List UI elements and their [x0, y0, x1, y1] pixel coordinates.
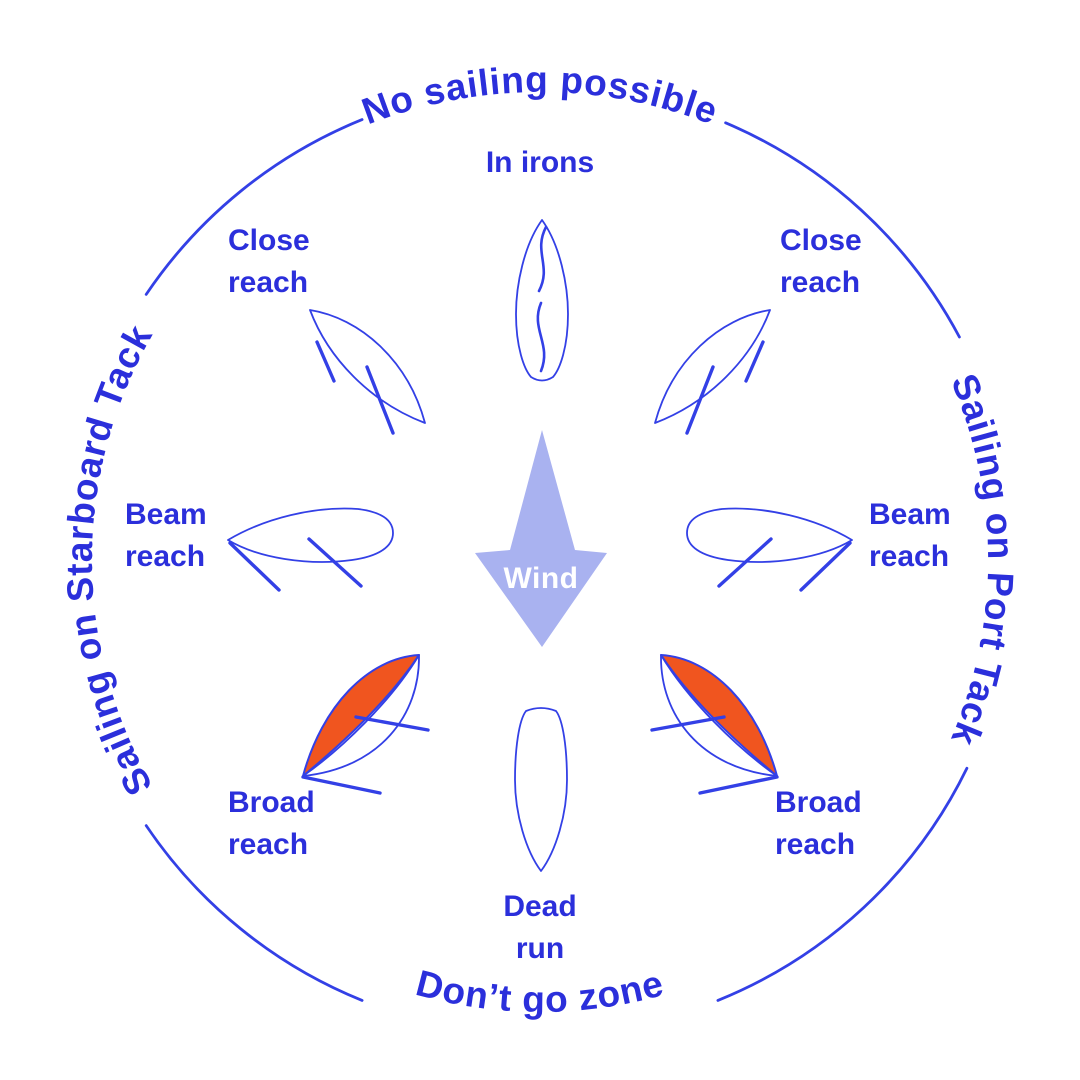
zone-title-top-text: No sailing possible: [357, 59, 723, 132]
compass-circle: [144, 118, 969, 1002]
boat-broad-reach-starboard: [301, 653, 430, 795]
label-close-reach-right: Close reach: [780, 224, 862, 299]
label-dead-run: Dead run: [503, 890, 577, 965]
wind-label: Wind: [503, 562, 578, 595]
label-broad-reach-left: Broad reach: [228, 786, 315, 861]
zone-title-bottom-text: Don’t go zone: [412, 962, 667, 1020]
boat-broad-reach-port: [650, 654, 779, 795]
boat-dead-run: [514, 707, 568, 872]
label-close-reach-left: Close reach: [228, 224, 310, 299]
label-beam-reach-right: Beam reach: [869, 498, 951, 573]
label-beam-reach-left: Beam reach: [125, 498, 207, 573]
zone-title-bottom: Don’t go zone: [412, 962, 668, 1020]
circle-arc-ne: [724, 121, 961, 339]
label-broad-reach-right: Broad reach: [775, 786, 862, 861]
label-in-irons: In irons: [485, 146, 595, 179]
wind-arrow-icon: Wind: [475, 430, 607, 647]
circle-arc-nw: [144, 118, 364, 296]
boat-beam-reach-starboard: [226, 506, 395, 592]
boat-in-irons: [515, 219, 569, 382]
circle-arc-se: [716, 766, 969, 1002]
circle-arc-sw: [144, 824, 364, 1002]
boat-close-reach-port: [654, 309, 771, 435]
wind-arrow-shape: [475, 430, 607, 647]
zone-title-right: Sailing on Port Tack: [943, 368, 1021, 752]
zone-title-top: No sailing possible: [357, 59, 724, 132]
boat-close-reach-starboard: [308, 308, 427, 435]
boat-beam-reach-port: [686, 507, 853, 592]
zone-title-right-text: Sailing on Port Tack: [943, 368, 1020, 752]
